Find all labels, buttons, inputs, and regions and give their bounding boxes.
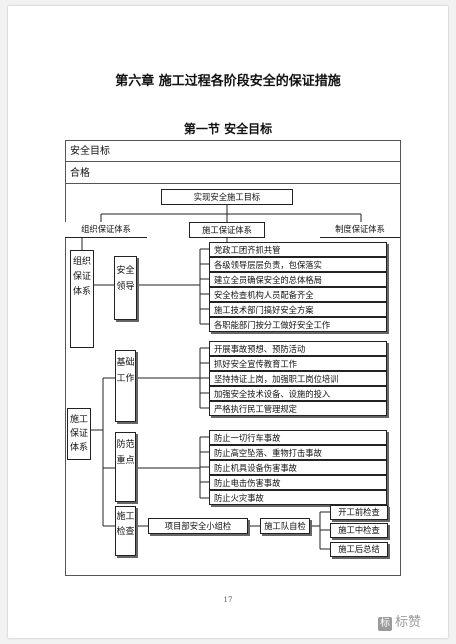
table-row-goal: 安全目标 <box>66 141 400 162</box>
root-goal-box: 实现安全施工目标 <box>161 189 293 205</box>
list-item: 建立全员确保安全的总体格局 <box>209 272 387 287</box>
diagram-connectors <box>81 204 362 550</box>
section-title: 第一节 安全目标 <box>183 122 273 136</box>
list-item: 抓好安全宣传教育工作 <box>209 356 387 371</box>
project-check-box: 项目部安全小组检 <box>148 518 248 534</box>
chapter-title: 第六章 施工过程各阶段安全的保证措施 <box>115 74 341 89</box>
watermark-logo: 标标赞 <box>378 611 421 631</box>
org-system-box: 组织保证体系 <box>70 250 94 348</box>
check-item: 开工前检查 <box>330 505 388 520</box>
construct-system-box: 施工保证体系 <box>67 408 91 460</box>
table-row-value: 合格 <box>66 163 400 184</box>
safety-lead-box: 安全领导 <box>114 256 137 320</box>
list-item: 防止机具设备伤害事故 <box>209 460 387 475</box>
list-item: 加强安全技术设备、设施的投入 <box>209 386 387 401</box>
list-item: 开展事故预想、预防活动 <box>209 341 387 356</box>
list-item: 防止一切行车事故 <box>209 430 387 445</box>
list-item: 防止火灾事故 <box>209 490 387 505</box>
list-item: 严格执行民工管理规定 <box>209 401 387 416</box>
basic-work-box: 基础工作 <box>115 350 136 422</box>
branch-org-label: 组织保证体系 <box>65 222 147 238</box>
watermark-text: 标赞 <box>395 615 422 630</box>
list-item: 党政工团齐抓共管 <box>209 242 387 257</box>
list-item: 防止高空坠落、重物打击事故 <box>209 445 387 460</box>
list-item: 防止电击伤害事故 <box>209 475 387 490</box>
inspection-box: 施工检查 <box>115 506 136 556</box>
prevention-box: 防范重点 <box>115 432 136 502</box>
logo-icon: 标 <box>378 617 392 631</box>
list-item: 各级领导层层负责，包保落实 <box>209 257 387 272</box>
list-item: 各职能部门按分工做好安全工作 <box>209 317 387 332</box>
page-number: 17 <box>223 596 233 604</box>
branch-construct-label: 施工保证体系 <box>189 222 265 238</box>
branch-system-label: 制度保证体系 <box>320 222 400 238</box>
safety-goal-table: 安全目标 合格 <box>65 140 401 576</box>
list-item: 安全检查机构人员配备齐全 <box>209 287 387 302</box>
document-page: 第六章 施工过程各阶段安全的保证措施 第一节 安全目标 安全目标 合格 <box>8 6 448 638</box>
list-item: 坚持持证上岗，加强职工岗位培训 <box>209 371 387 386</box>
check-item: 施工中检查 <box>330 523 388 538</box>
check-item: 施工后总结 <box>330 542 388 557</box>
list-item: 施工技术部门搞好安全方案 <box>209 302 387 317</box>
team-check-box: 施工队自检 <box>260 518 310 534</box>
